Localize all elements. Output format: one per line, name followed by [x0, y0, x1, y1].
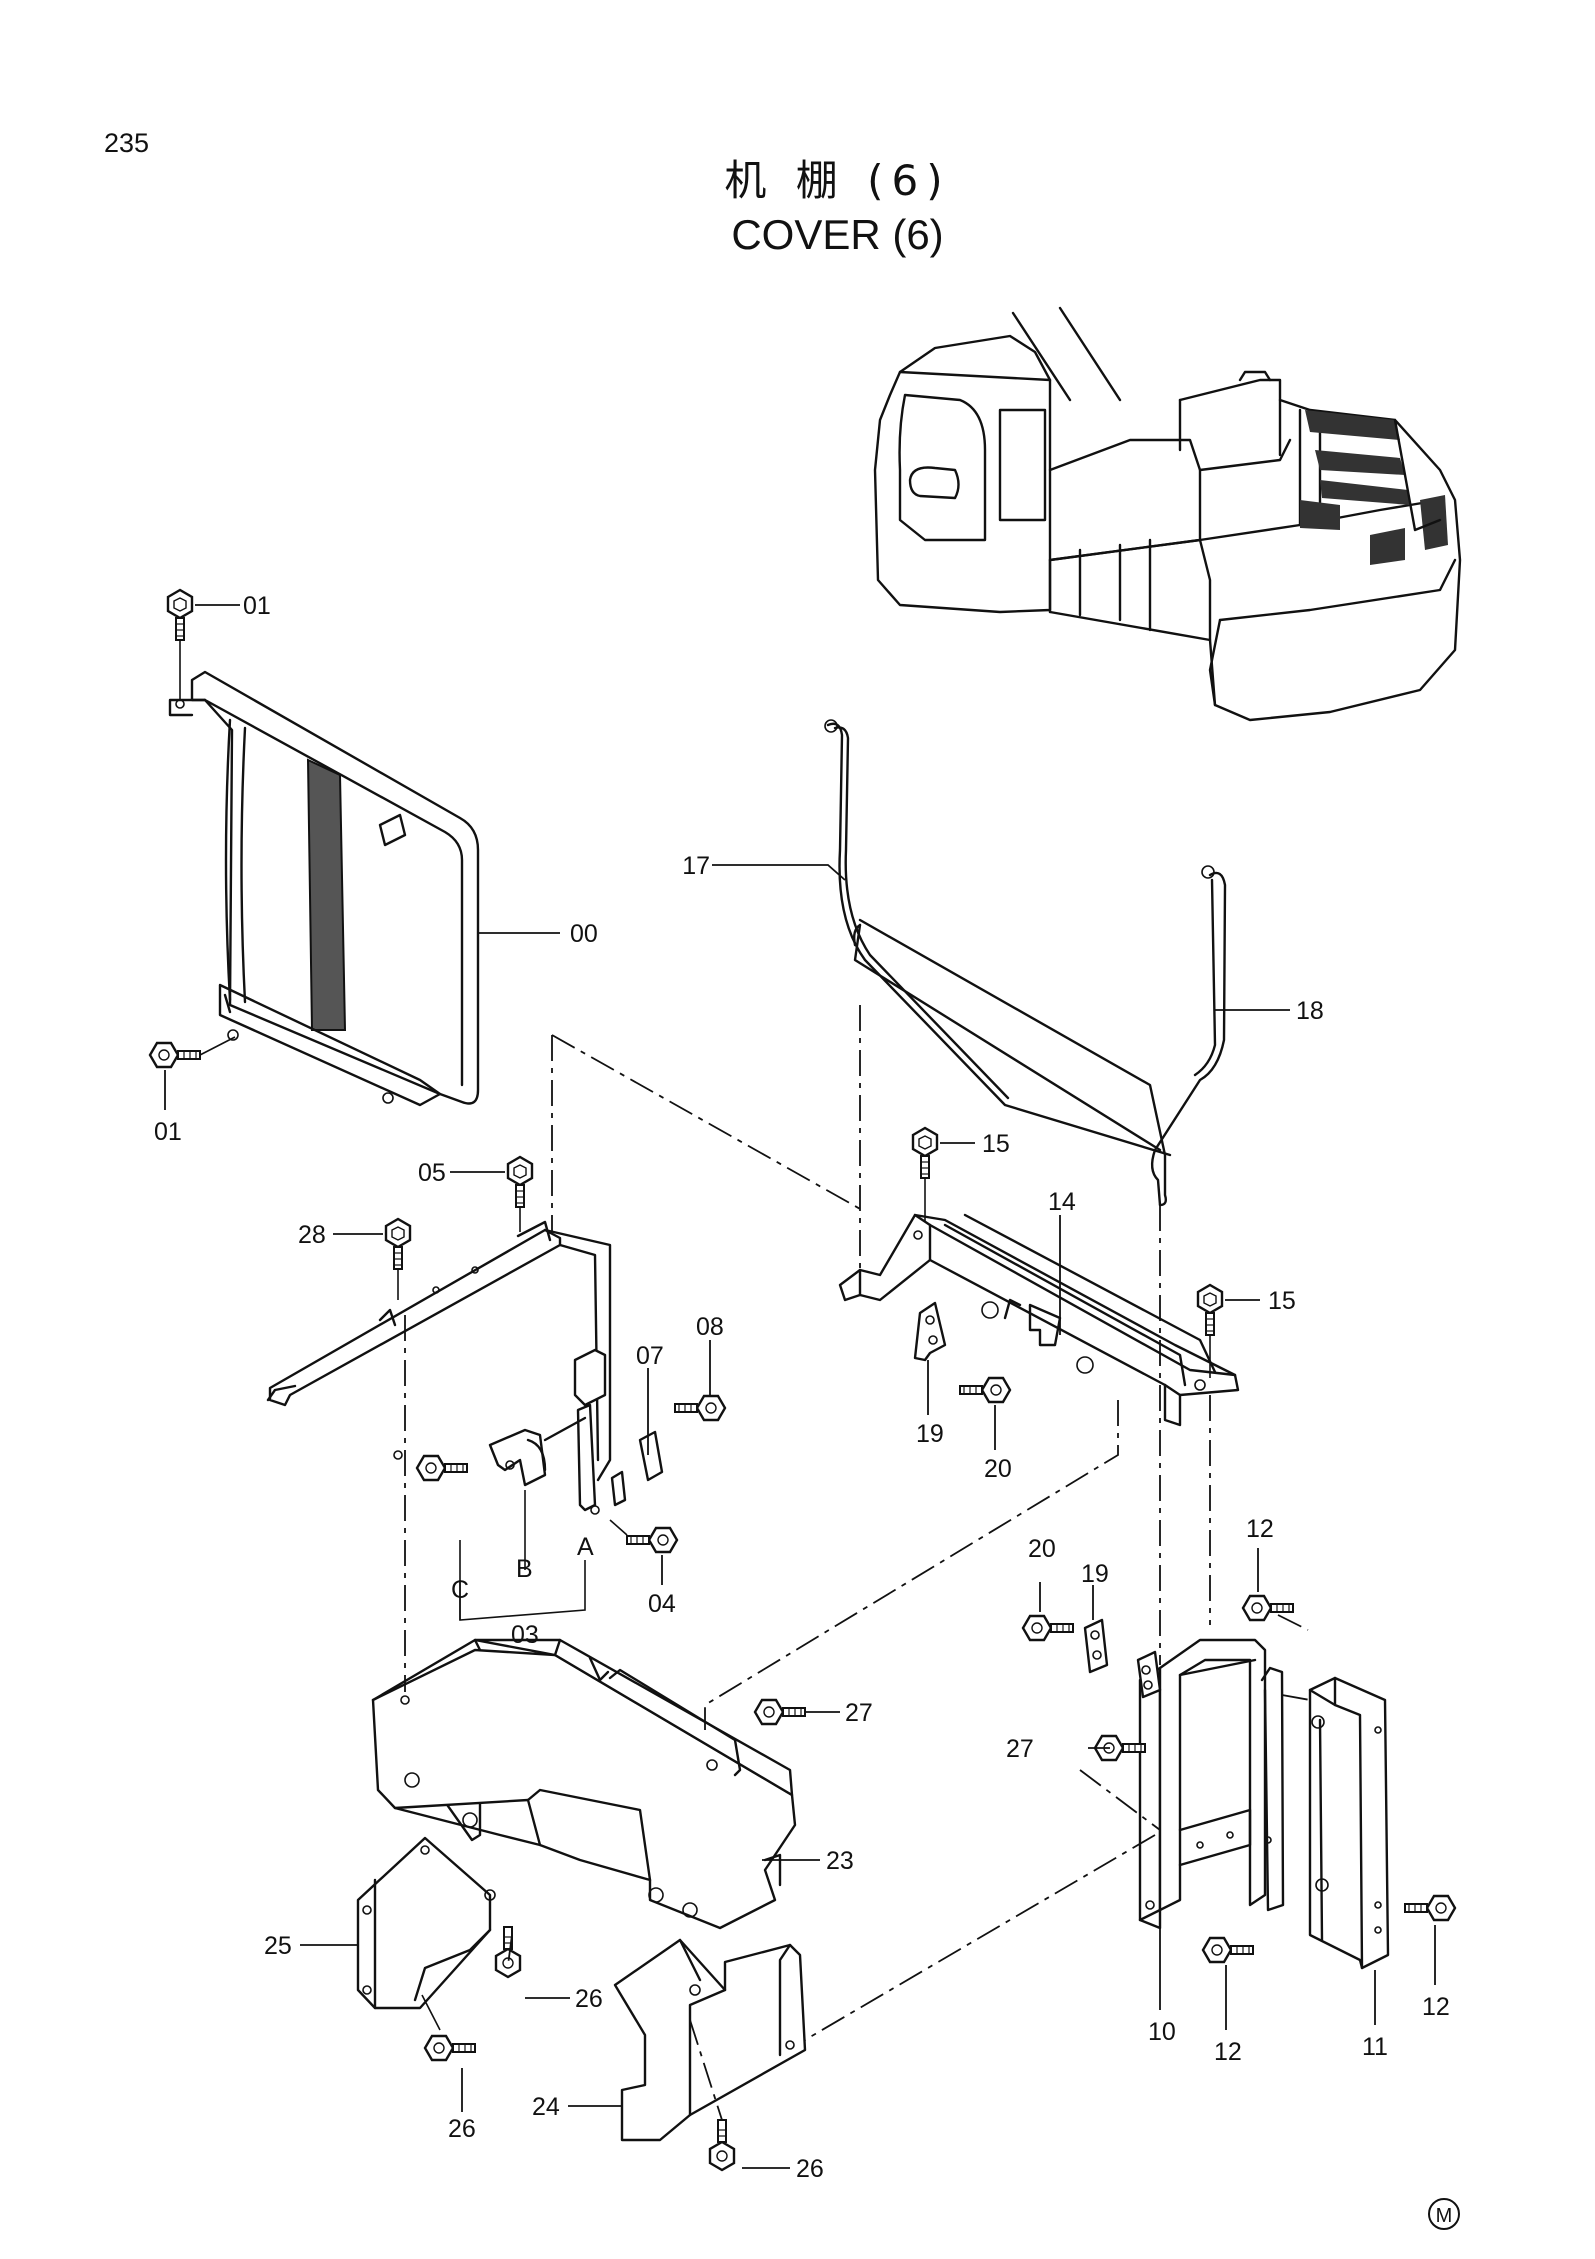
part-23-lower-plate: [371, 1638, 797, 1930]
leader-lines: [164, 604, 1436, 2169]
label-15-top: 15: [982, 1130, 1010, 1158]
bolt-28-icon: [384, 1217, 412, 1271]
label-12-top: 12: [1246, 1515, 1274, 1543]
bolt-05-icon: [506, 1155, 534, 1209]
label-20-top: 20: [984, 1455, 1012, 1483]
page-number: 235: [104, 128, 150, 158]
part-14-upper-bracket: [838, 1213, 1240, 1427]
part-10-vertical-frame: [1138, 1638, 1272, 1930]
corner-registered-mark: M: [1428, 2198, 1460, 2230]
callout-labels: 01 01 00 17 18 15 15 14 05 28 07 08 19 2…: [154, 592, 1450, 2183]
part-19-right-plate: [1083, 1618, 1162, 1699]
label-26-bottom: 26: [796, 2155, 824, 2183]
label-C: C: [451, 1576, 469, 1604]
label-B: B: [516, 1555, 533, 1583]
label-27-right: 27: [1006, 1735, 1034, 1763]
part-19-top-plate: [913, 1301, 947, 1362]
excavator-overview-illustration: [873, 306, 1462, 722]
label-12-right: 12: [1422, 1993, 1450, 2021]
label-14: 14: [1048, 1188, 1076, 1216]
title-block: 机 棚 (6) COVER (6): [0, 155, 1595, 263]
label-24: 24: [532, 2093, 560, 2121]
label-11: 11: [1362, 2033, 1388, 2061]
bolt-12-right-icon: [1403, 1894, 1457, 1922]
bolt-15-right-icon: [1196, 1283, 1224, 1337]
bolt-01-top-icon: [166, 588, 194, 642]
bolt-20-right-icon: [1021, 1614, 1075, 1642]
label-15-right: 15: [1268, 1287, 1296, 1315]
part-03-bracket-assembly: [266, 1220, 664, 1515]
title-english: COVER (6): [731, 211, 944, 258]
label-26-left: 26: [448, 2115, 476, 2143]
bolt-01-bottom-icon: [148, 1041, 202, 1069]
label-20-right: 20: [1028, 1535, 1056, 1563]
bolt-26-bottom-icon: [708, 2118, 736, 2172]
bolt-03-C-icon: [415, 1454, 469, 1482]
part-00-side-cover: [168, 670, 480, 1107]
label-10: 10: [1148, 2018, 1176, 2046]
label-23: 23: [826, 1847, 854, 1875]
label-28: 28: [298, 1221, 326, 1249]
label-18: 18: [1296, 997, 1324, 1025]
title-chinese: 机 棚 (6): [724, 156, 951, 205]
part-11-side-bracket: [1260, 1666, 1390, 1970]
bolt-26-left-icon: [423, 2034, 477, 2062]
bolt-08-icon: [673, 1394, 727, 1422]
bolt-04-icon: [625, 1526, 679, 1554]
bolt-12-top-icon: [1241, 1594, 1295, 1622]
bolt-12-bottom-icon: [1201, 1936, 1255, 1964]
bolt-27-center-icon: [753, 1698, 807, 1726]
label-27-center: 27: [845, 1699, 873, 1727]
label-19-top: 19: [916, 1420, 944, 1448]
bolt-26-center-icon: [494, 1925, 522, 1979]
label-25: 25: [264, 1932, 292, 1960]
label-05: 05: [418, 1159, 446, 1187]
part-18-frame: [852, 865, 1227, 1207]
label-03: 03: [511, 1621, 539, 1649]
label-08: 08: [696, 1313, 724, 1341]
label-01-top: 01: [243, 592, 271, 620]
label-00: 00: [570, 920, 598, 948]
label-19-right: 19: [1081, 1560, 1109, 1588]
engine-cover-grille: [1300, 410, 1448, 565]
bolt-20-top-icon: [958, 1376, 1012, 1404]
label-17: 17: [682, 852, 710, 880]
part-25-side-plate: [356, 1836, 496, 2010]
part-17-support-rod: [824, 719, 1172, 1157]
label-04: 04: [648, 1590, 676, 1618]
label-26-center: 26: [575, 1985, 603, 2013]
label-A: A: [577, 1533, 594, 1561]
label-07: 07: [636, 1342, 664, 1370]
assembly-reference-lines: [404, 1005, 1311, 2121]
label-12-bottom: 12: [1214, 2038, 1242, 2066]
label-01-bottom: 01: [154, 1118, 182, 1146]
bolt-15-top-icon: [911, 1126, 939, 1180]
part-24-lower-cover: [613, 1938, 807, 2142]
